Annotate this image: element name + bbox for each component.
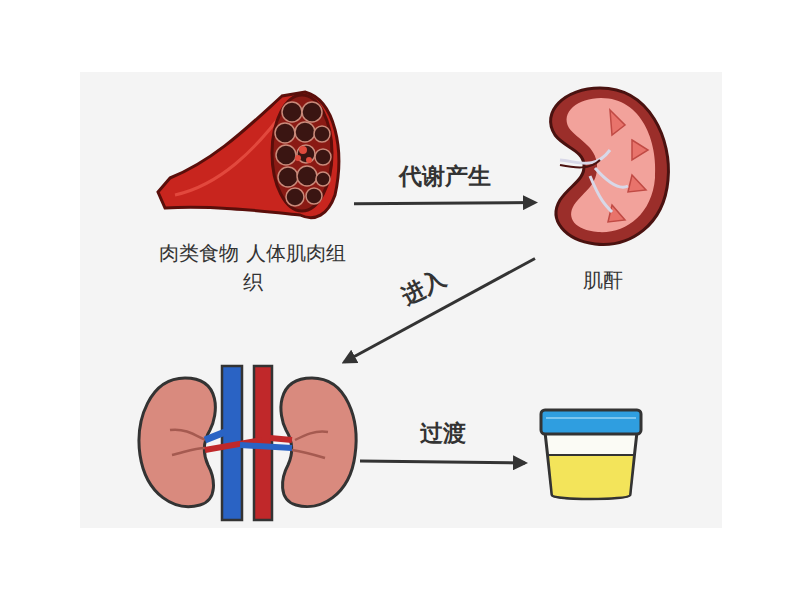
- muscle-node: 肉类食物 人体肌肉组织: [151, 85, 354, 297]
- node-label: 肉类食物 人体肌肉组织: [151, 239, 354, 297]
- urine-node: [525, 400, 655, 505]
- flow-arrow: [354, 203, 535, 204]
- arrow-label: 代谢产生: [399, 163, 491, 191]
- urine-cup: [541, 410, 641, 499]
- kidney-section: [551, 88, 669, 244]
- flow-arrow: [344, 258, 535, 362]
- backdrop: [80, 72, 722, 528]
- node-label: 肌酐: [579, 266, 627, 295]
- kidney-node: [135, 362, 360, 527]
- muscle-illustration: [158, 92, 339, 218]
- arrow-label: 过渡: [420, 420, 466, 448]
- creatinine-node: 肌酐: [535, 80, 670, 295]
- kidneys-vessels: [139, 366, 356, 520]
- flow-arrow: [360, 461, 525, 463]
